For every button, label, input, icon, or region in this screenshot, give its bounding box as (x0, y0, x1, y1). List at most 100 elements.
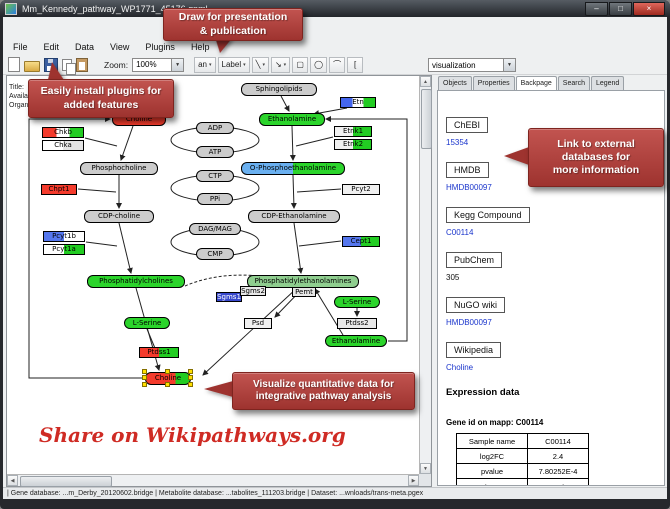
toolbar-tools: an▾Label▾╲▾↘▾▢◯⌒[ (194, 56, 365, 73)
paste-icon[interactable] (76, 57, 88, 72)
maximize-button[interactable]: □ (609, 1, 632, 16)
connector-tool[interactable]: ↘▾ (270, 56, 291, 73)
scroll-up-icon[interactable] (420, 76, 431, 87)
selection-handle[interactable] (188, 381, 193, 387)
canvas-annotation-label: Availability: (9, 93, 44, 100)
titlebar: Mm_Kennedy_pathway_WP1771_45176.gpml – □… (0, 0, 670, 17)
pathway-node-cdp-ethanolamine[interactable]: CDP-Ethanolamine (248, 209, 340, 223)
selection-handle[interactable] (142, 381, 147, 387)
pathway-node-ptdss2[interactable]: Ptdss2 (337, 317, 377, 329)
menu-view[interactable]: View (110, 41, 130, 52)
oval-tool[interactable]: ◯ (310, 56, 328, 73)
zoom-value: 100% (136, 60, 157, 69)
pathway-node-ethanolamine[interactable]: Ethanolamine (259, 112, 325, 126)
rounded-rect-tool[interactable]: ▢ (292, 56, 309, 73)
backpage-value-chebi[interactable]: 15354 (446, 138, 469, 147)
pathway-node-etn[interactable]: Etn (340, 96, 376, 108)
pathway-node-psd[interactable]: Psd (244, 317, 272, 329)
zoom-select[interactable]: 100% ▼ (132, 57, 185, 72)
bracket-tool[interactable]: [ (347, 56, 364, 73)
pathway-node-pcyt1b[interactable]: Pcyt1b (43, 230, 85, 242)
pathway-node-chka[interactable]: Chka (42, 139, 84, 151)
pathway-node-cept1[interactable]: Cept1 (342, 235, 380, 247)
scrollbar-corner (419, 474, 431, 486)
pathway-node-cmp[interactable]: CMP (196, 248, 234, 260)
callout-arrow-left (504, 147, 529, 165)
callout-line: Draw for presentation (178, 11, 288, 24)
menu-data[interactable]: Data (75, 41, 95, 52)
visualization-select[interactable]: visualization ▼ (428, 58, 516, 72)
line-tool[interactable]: ╲▾ (251, 56, 269, 73)
backpage-value-nugo-wiki[interactable]: HMDB00097 (446, 318, 492, 327)
scroll-down-icon[interactable] (420, 463, 431, 474)
pathway-node-ppi[interactable]: PPi (197, 193, 233, 205)
pathway-node-etnk2[interactable]: Etnk2 (334, 138, 372, 150)
pathway-node-ctp[interactable]: CTP (196, 170, 234, 182)
label-tool[interactable]: Label▾ (217, 56, 250, 73)
canvas-annotation-label: Organism: (9, 102, 42, 109)
pathway-node-chkb[interactable]: Chkb (42, 126, 84, 138)
backpage-header-nugo-wiki: NuGO wiki (446, 297, 506, 313)
pathway-node-phosphocholine[interactable]: Phosphocholine (80, 161, 158, 175)
pathway-node-sgms1[interactable]: Sgms1 (216, 292, 242, 302)
scroll-right-icon[interactable] (408, 475, 419, 486)
close-button[interactable]: × (633, 1, 665, 16)
pathway-node-l-serine[interactable]: L-Serine (334, 296, 380, 308)
selection-handle[interactable] (188, 375, 193, 380)
pathway-node-o-phosphoethanolamine[interactable]: O-Phosphoethanolamine (241, 161, 345, 175)
save-file-icon[interactable] (44, 57, 58, 72)
pathway-node-pcyt2[interactable]: Pcyt2 (342, 183, 380, 195)
arc-tool[interactable]: ⌒ (329, 56, 346, 73)
open-file-icon[interactable] (24, 60, 40, 72)
tab-search[interactable]: Search (557, 76, 590, 90)
pathway-node-cdp-choline[interactable]: CDP-choline (84, 209, 154, 223)
callout-line: Easily install plugins for (40, 85, 162, 98)
selection-handle[interactable] (142, 375, 147, 380)
selection-handle[interactable] (165, 381, 170, 387)
scroll-left-icon[interactable] (7, 475, 18, 486)
pathway-node-sgms2[interactable]: Sgms2 (240, 286, 266, 296)
backpage-header-hmdb: HMDB (446, 162, 489, 178)
vertical-scrollbar[interactable] (419, 76, 432, 474)
chevron-down-icon: ▼ (503, 59, 515, 71)
pathway-node-ptdss1[interactable]: Ptdss1 (139, 346, 179, 358)
menu-plugins[interactable]: Plugins (145, 41, 175, 52)
tab-properties[interactable]: Properties (472, 76, 515, 90)
pathway-node-phosphatidylcholines[interactable]: Phosphatidylcholines (87, 274, 185, 288)
minimize-button[interactable]: – (585, 1, 608, 16)
tab-legend[interactable]: Legend (590, 76, 625, 90)
tab-objects[interactable]: Objects (438, 76, 472, 90)
pathway-node-pcyt1a[interactable]: Pcyt1a (43, 243, 85, 255)
selection-handle[interactable] (165, 368, 170, 374)
pathway-node-ethanolamine[interactable]: Ethanolamine (325, 335, 387, 347)
pathway-node-dag-mag[interactable]: DAG/MAG (189, 223, 241, 235)
pathway-node-chpt1[interactable]: Chpt1 (41, 183, 77, 195)
tab-backpage[interactable]: Backpage (515, 76, 557, 90)
menu-edit[interactable]: Edit (43, 41, 60, 52)
canvas-annotation-label: Title: (9, 84, 24, 91)
backpage-value-wikipedia[interactable]: Choline (446, 363, 474, 372)
selection-handle[interactable] (188, 368, 193, 374)
vertical-scroll-thumb[interactable] (421, 89, 432, 149)
pathway-node-l-serine[interactable]: L-Serine (124, 317, 170, 329)
menu-file[interactable]: File (13, 41, 28, 52)
pathway-node-pemt[interactable]: Pemt (292, 287, 316, 297)
pathway-node-atp[interactable]: ATP (196, 146, 234, 158)
selection-handle[interactable] (142, 368, 147, 374)
pathway-node-sphingolipids[interactable]: Sphingolipids (241, 82, 317, 96)
backpage-value-kegg-compound[interactable]: C00114 (446, 228, 474, 237)
pathway-node-etnk1[interactable]: Etnk1 (334, 125, 372, 137)
pathway-node-adp[interactable]: ADP (196, 122, 234, 134)
horizontal-scrollbar[interactable] (7, 474, 419, 487)
new-file-icon[interactable] (8, 57, 20, 72)
horizontal-scroll-thumb[interactable] (20, 476, 112, 487)
datanode-tool[interactable]: an▾ (194, 56, 216, 73)
copy-icon[interactable] (62, 58, 76, 75)
menu-help[interactable]: Help (190, 41, 210, 52)
expression-data-title: Expression data (446, 387, 520, 398)
backpage-value-hmdb[interactable]: HMDB00097 (446, 183, 492, 192)
